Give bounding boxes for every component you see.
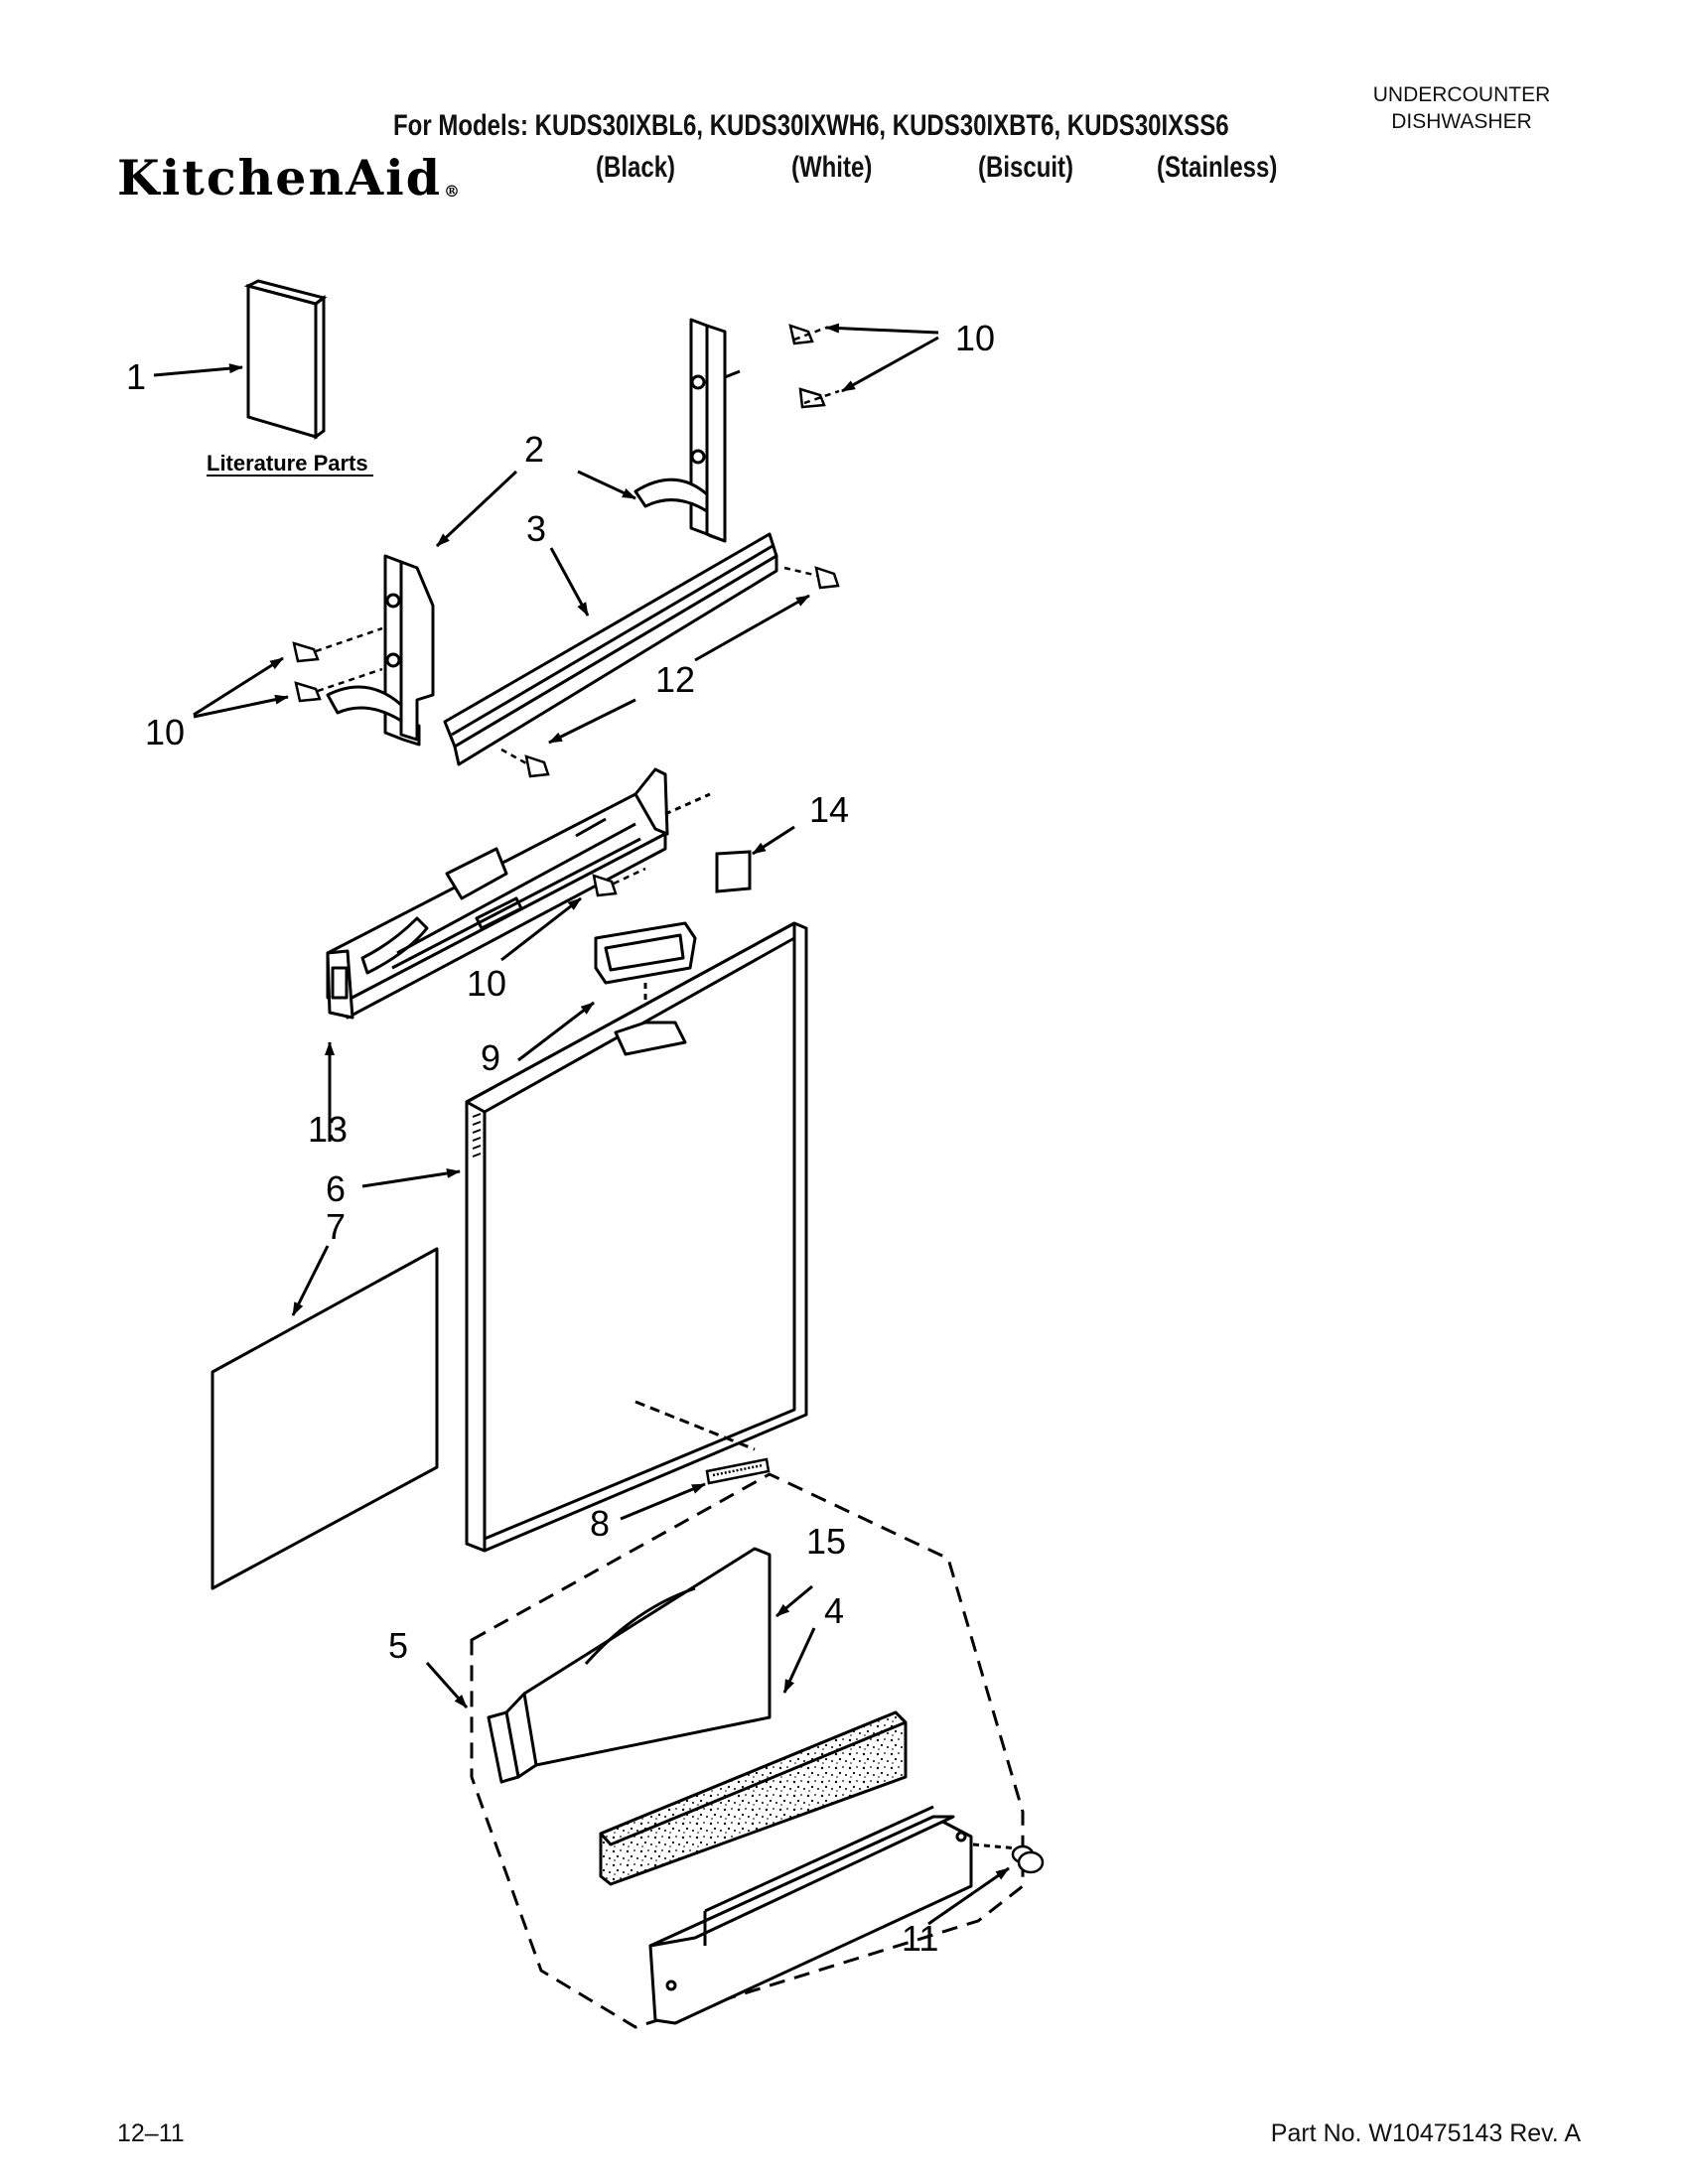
color-stainless: (Stainless) <box>1157 151 1278 184</box>
callout-13: 13 <box>308 1109 348 1150</box>
callout-8: 8 <box>590 1503 610 1544</box>
arrow-2a <box>435 470 518 548</box>
part-14-label <box>715 850 752 893</box>
color-white: (White) <box>791 151 873 184</box>
brand-name: KitchenAid <box>117 149 442 206</box>
callout-15: 15 <box>806 1521 846 1562</box>
arrow-10d <box>193 694 289 719</box>
arrow-2b <box>577 470 636 500</box>
part-8-nameplate <box>705 1457 771 1485</box>
arrow-12a <box>694 594 810 662</box>
literature-parts-label: Literature Parts <box>207 451 368 476</box>
part-number: Part No. W10475143 Rev. A <box>1270 2119 1581 2147</box>
part-15-toe-panel <box>487 1547 772 1784</box>
part-11-fasteners <box>1011 1844 1045 1874</box>
part-4-insulation <box>599 1710 908 1886</box>
part-10-screws-top-right <box>788 324 840 409</box>
callout-4: 4 <box>824 1590 844 1631</box>
callout-11: 11 <box>902 1918 938 1959</box>
arrow-11 <box>927 1866 1010 1926</box>
callout-5: 5 <box>388 1625 408 1666</box>
callout-numbers: 1 2 3 10 10 12 14 10 9 13 6 7 8 15 4 5 1… <box>126 318 995 1959</box>
arrow-12b <box>548 698 636 745</box>
callout-6: 6 <box>326 1168 346 1209</box>
arrow-15 <box>775 1584 813 1618</box>
arrow-7 <box>291 1245 330 1316</box>
part-2-right-bracket <box>633 318 741 543</box>
callout-14: 14 <box>809 789 849 830</box>
part-7-outer-panel <box>211 1247 439 1590</box>
callout-3: 3 <box>526 508 546 549</box>
arrow-14 <box>752 825 795 856</box>
arrow-1 <box>153 363 243 377</box>
brand-logo: KitchenAid® <box>117 149 462 206</box>
callout-10-top-right: 10 <box>955 318 995 358</box>
part-3-top-rail <box>443 532 778 766</box>
arrow-6 <box>361 1168 461 1188</box>
callout-1: 1 <box>126 356 146 397</box>
part-2-left-bracket <box>326 554 435 747</box>
part-10-screw-center <box>592 867 646 897</box>
arrow-10c <box>193 656 284 717</box>
color-biscuit: (Biscuit) <box>978 151 1073 184</box>
arrow-10b <box>841 336 939 393</box>
product-line-1: UNDERCOUNTER <box>1372 83 1551 106</box>
arrow-10e <box>500 896 582 962</box>
arrow-9 <box>517 1001 595 1062</box>
callout-10-left: 10 <box>145 712 185 752</box>
color-black: (Black) <box>596 151 676 184</box>
arrow-5 <box>425 1662 469 1708</box>
product-line-2: DISHWASHER <box>1391 110 1532 133</box>
part-13-control-housing <box>326 767 711 1020</box>
part-6-door-panel <box>465 921 808 1553</box>
arrow-10a <box>825 323 939 335</box>
models-line: For Models: KUDS30IXBL6, KUDS30IXWH6, KU… <box>393 109 1229 142</box>
callout-9: 9 <box>481 1037 500 1078</box>
date-code: 12–11 <box>117 2119 185 2147</box>
part-10-screws-left <box>292 626 383 703</box>
part-1-literature <box>243 279 328 440</box>
registered-mark: ® <box>444 182 462 201</box>
callout-10-center: 10 <box>467 963 506 1004</box>
callout-12: 12 <box>655 659 695 700</box>
arrow-8 <box>620 1482 706 1521</box>
product-type: UNDERCOUNTER DISHWASHER <box>1333 81 1591 135</box>
part-12-screws <box>500 566 840 778</box>
arrow-3 <box>549 547 590 616</box>
arrow-4 <box>782 1627 816 1694</box>
assembly-5-outline <box>470 1472 1025 2029</box>
leader-arrows <box>153 323 1010 1926</box>
callout-7: 7 <box>326 1206 346 1247</box>
kick-plate <box>648 1805 1019 2025</box>
callout-2: 2 <box>524 429 544 470</box>
